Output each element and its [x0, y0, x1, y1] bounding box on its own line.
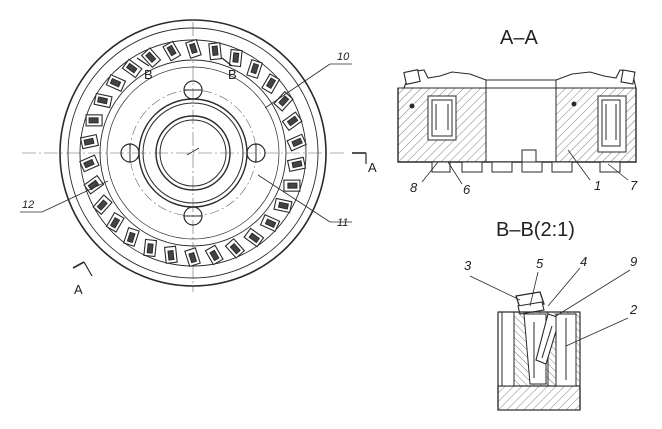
insert [273, 197, 293, 214]
section-a-indicator-right [352, 152, 367, 164]
callout-2: 2 [629, 302, 638, 317]
insert [281, 111, 303, 132]
section-bb-title: B–B(2:1) [496, 219, 575, 241]
bore-center-mark [186, 147, 200, 156]
outer-rim-inner [67, 27, 319, 279]
leader-11 [257, 174, 331, 223]
callout-8: 8 [410, 180, 418, 195]
insert [162, 40, 182, 62]
insert [259, 214, 281, 233]
outer-rim [59, 19, 327, 287]
callout-5: 5 [536, 256, 544, 271]
bolt-right [246, 143, 266, 163]
hub-flange-inner [142, 102, 244, 204]
insert [185, 38, 202, 59]
insert [228, 48, 243, 68]
insert [93, 92, 113, 109]
callout-11: 11 [337, 217, 348, 229]
callout-12: 12 [22, 199, 34, 211]
insert [283, 179, 301, 192]
insert [122, 226, 140, 247]
section-b-cut-left [136, 57, 150, 67]
section-mark-b-left: B [144, 67, 153, 82]
insert [105, 73, 127, 92]
callout-1: 1 [594, 178, 601, 193]
section-bb-base [497, 385, 581, 411]
section-aa-title: A–A [500, 27, 538, 49]
insert [92, 194, 113, 216]
insert [246, 59, 264, 80]
callout-6: 6 [463, 182, 471, 197]
plan-view [20, 19, 367, 292]
section-aa-view [397, 69, 637, 185]
section-bb-view [469, 267, 631, 411]
insert [83, 174, 105, 195]
leader-12 [41, 180, 109, 213]
section-b-cut-right [221, 57, 233, 67]
insert [121, 58, 143, 79]
insert [204, 244, 224, 266]
bolt-left [120, 143, 140, 163]
insert-ring-outer [79, 39, 307, 267]
insert [79, 154, 100, 173]
section-aa-top-profile [403, 69, 637, 89]
insert [243, 227, 265, 248]
insert [261, 73, 281, 95]
bore-inner [159, 119, 227, 187]
section-mark-a-right: A [368, 160, 377, 175]
insert-ring [79, 38, 307, 268]
section-aa-bore [485, 87, 557, 163]
insert [286, 156, 307, 173]
callout-10: 10 [337, 51, 350, 63]
section-mark-a-left: A [74, 282, 83, 297]
insert [85, 114, 103, 127]
insert [224, 237, 246, 259]
callout-4: 4 [580, 254, 587, 269]
insert [286, 133, 307, 152]
insert [184, 247, 201, 268]
bolt-top [183, 80, 203, 100]
insert [163, 245, 178, 264]
insert [79, 133, 100, 150]
callout-9: 9 [630, 254, 637, 269]
bore-outer [155, 115, 231, 191]
leader-10 [264, 63, 331, 109]
insert-ring-inner [99, 59, 287, 247]
bolt-bottom [183, 206, 203, 226]
insert-seat-circle [106, 66, 280, 240]
insert [208, 42, 223, 61]
callout-7: 7 [630, 178, 638, 193]
section-mark-b-right: B [228, 67, 237, 82]
insert [105, 211, 125, 233]
section-a-indicator-left [72, 261, 93, 277]
insert [143, 238, 158, 258]
callout-3: 3 [464, 258, 472, 273]
insert [140, 47, 162, 69]
insert [273, 90, 294, 112]
